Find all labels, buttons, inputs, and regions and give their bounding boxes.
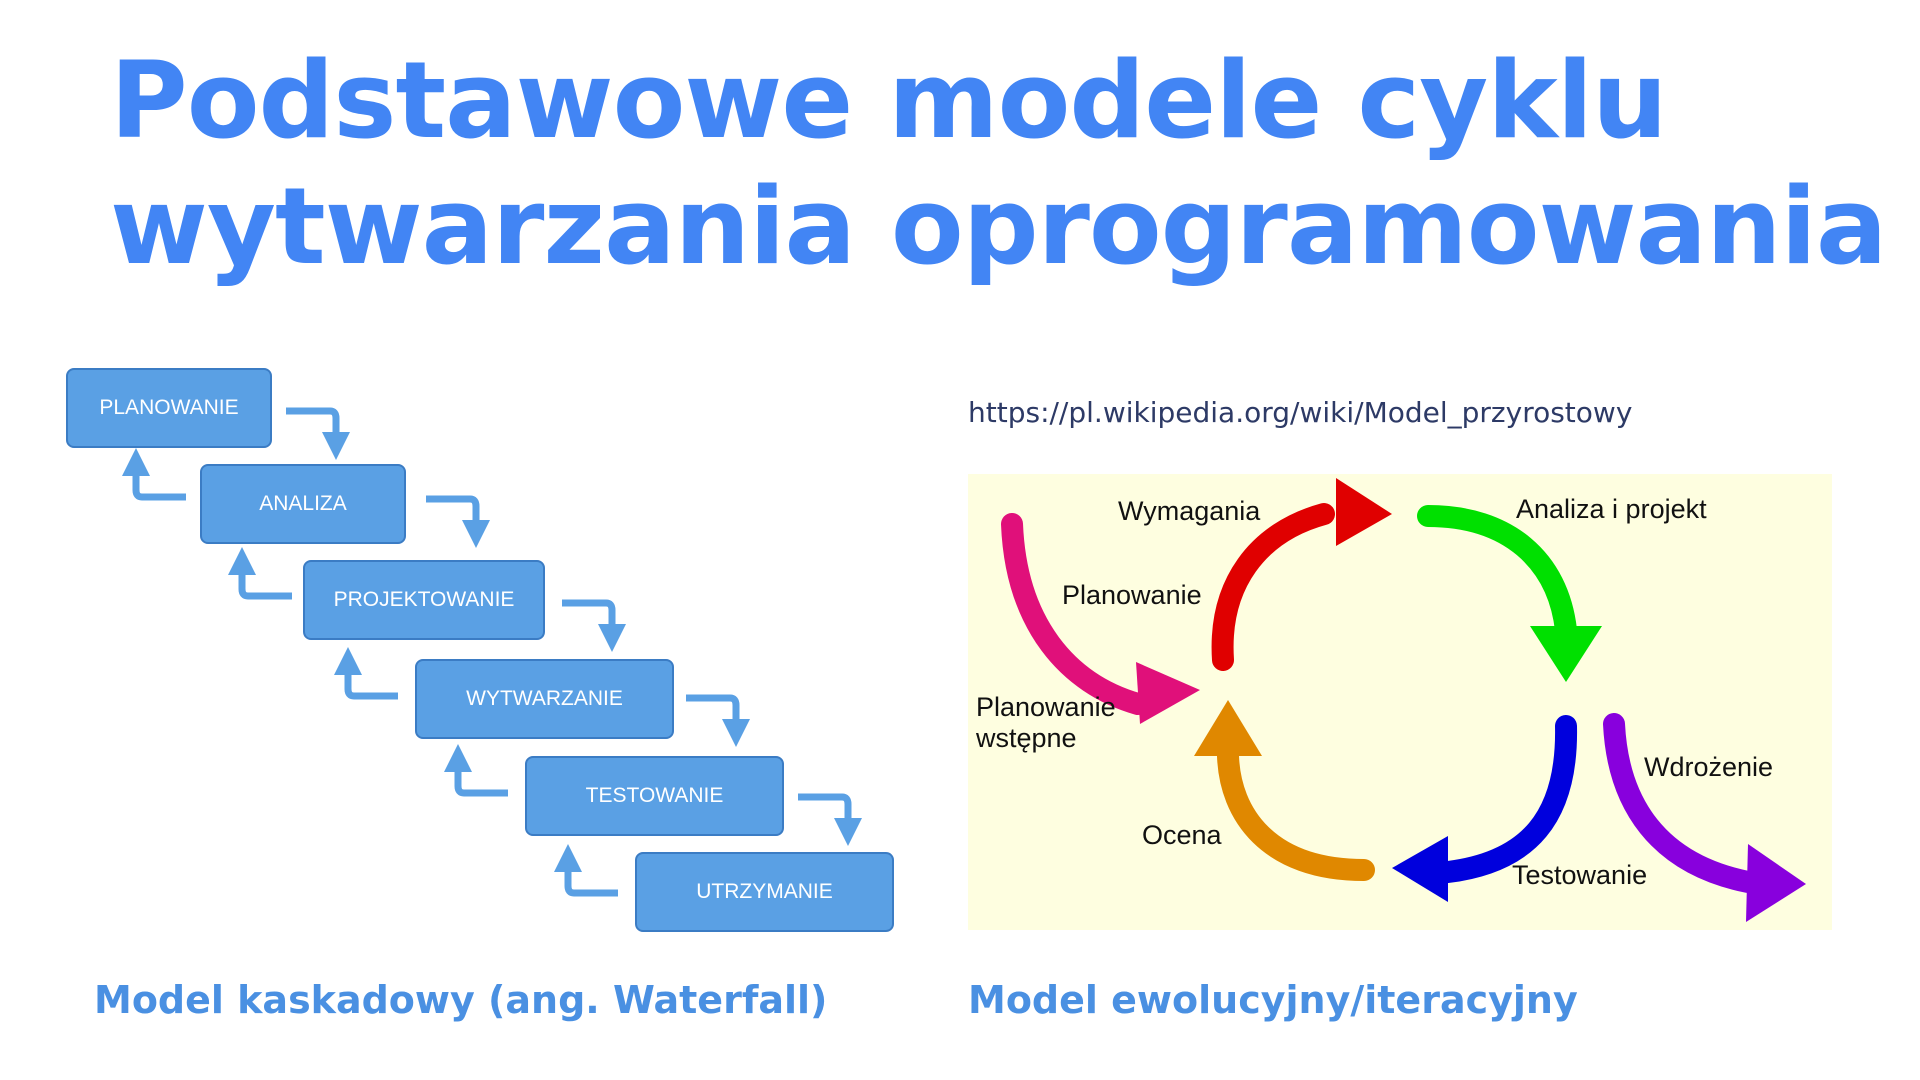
forward-arrow-2: [426, 495, 490, 548]
waterfall-step-testowanie: TESTOWANIE: [525, 756, 784, 836]
arrow-wdrozenie: [1603, 713, 1806, 922]
backward-arrow-2: [228, 547, 292, 600]
arrow-analiza: [1417, 505, 1602, 682]
iterative-caption: Model ewolucyjny/iteracyjny: [968, 978, 1578, 1022]
forward-arrow-5: [798, 793, 862, 846]
waterfall-step-wytwarzanie: WYTWARZANIE: [415, 659, 674, 739]
forward-arrow-3: [562, 599, 626, 652]
waterfall-step-analiza: ANALIZA: [200, 464, 406, 544]
source-url[interactable]: https://pl.wikipedia.org/wiki/Model_przy…: [968, 396, 1633, 429]
label-analiza-i-projekt: Analiza i projekt: [1516, 494, 1707, 524]
arrow-testowanie: [1392, 715, 1578, 902]
backward-arrow-1: [122, 448, 186, 501]
slide-title: Podstawowe modele cyklu wytwarzania opro…: [110, 38, 1887, 290]
arrow-planowanie-wstepne: [1001, 513, 1200, 724]
arrow-ocena: [1194, 700, 1375, 881]
waterfall-step-planowanie: PLANOWANIE: [66, 368, 272, 448]
label-planowanie-wstepne: Planowanie wstępne: [976, 692, 1116, 753]
waterfall-caption: Model kaskadowy (ang. Waterfall): [94, 978, 828, 1022]
waterfall-step-utrzymanie: UTRZYMANIE: [635, 852, 894, 932]
label-ocena: Ocena: [1142, 820, 1222, 850]
label-wymagania: Wymagania: [1118, 496, 1261, 526]
forward-arrow-1: [286, 407, 350, 460]
waterfall-step-projektowanie: PROJEKTOWANIE: [303, 560, 545, 640]
slide-title-line-2: wytwarzania oprogramowania: [110, 165, 1887, 288]
backward-arrow-5: [554, 844, 618, 897]
backward-arrow-4: [444, 744, 508, 797]
forward-arrow-4: [686, 694, 750, 747]
cycle-arrows: [1001, 478, 1806, 922]
label-testowanie: Testowanie: [1512, 860, 1648, 890]
iterative-diagram: Wymagania Analiza i projekt Planowanie P…: [968, 474, 1832, 930]
slide-title-line-1: Podstawowe modele cyklu: [110, 39, 1668, 162]
backward-arrow-3: [334, 647, 398, 700]
label-wdrozenie: Wdrożenie: [1644, 752, 1774, 782]
label-planowanie: Planowanie: [1062, 580, 1202, 610]
arrow-wymagania: [1211, 478, 1392, 671]
